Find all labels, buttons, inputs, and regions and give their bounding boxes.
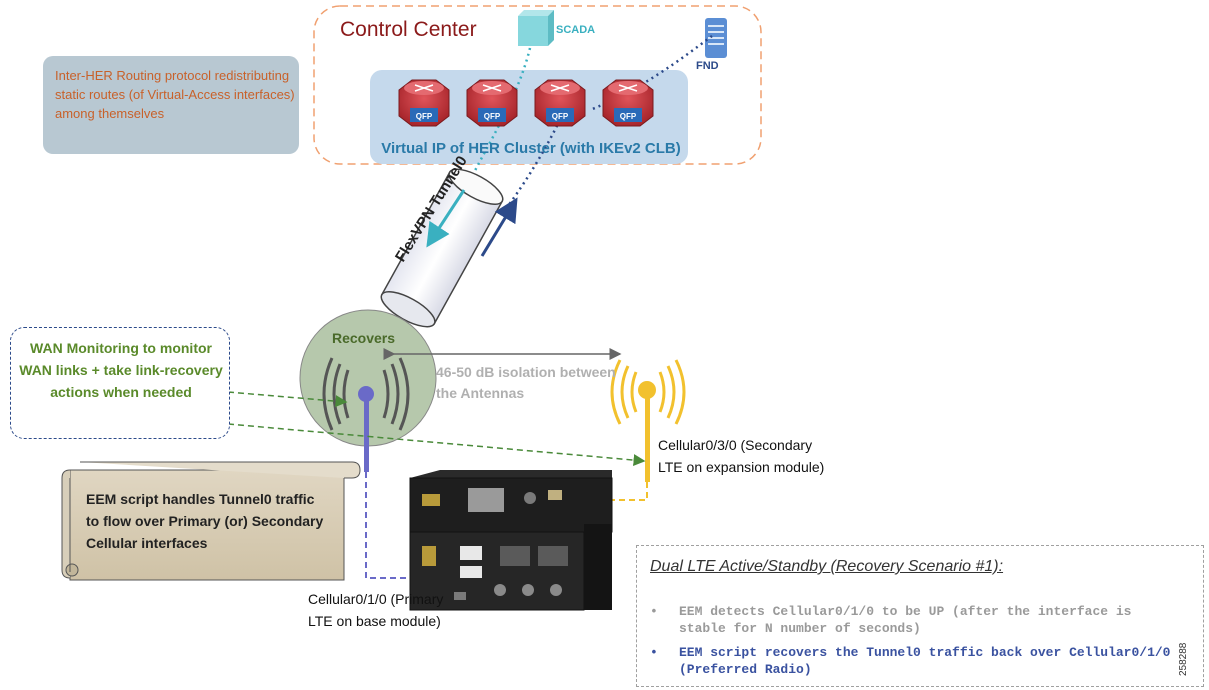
figure-id: 258288 [1178, 642, 1189, 676]
scenario-title: Dual LTE Active/Standby (Recovery Scenar… [650, 558, 1004, 575]
eem-scroll-text: EEM script handles Tunnel0 traffic to fl… [86, 491, 324, 551]
scada-label: SCADA [556, 24, 596, 36]
scenario-box [636, 545, 1204, 687]
wan-arrow-secondary [227, 423, 646, 467]
secondary-antenna-icon [610, 359, 686, 482]
router-label: QFP [484, 112, 501, 121]
tunnel-arrow-down [426, 189, 466, 248]
control-center-title: Control Center [340, 18, 477, 41]
fnd-link [589, 34, 713, 112]
wan-monitoring-box [10, 327, 230, 439]
bullet-text: EEM script recovers the Tunnel0 traffic … [679, 645, 1171, 677]
primary-antenna-icon [322, 357, 410, 472]
bullet-text: EEM detects Cellular0/1/0 to be UP (afte… [679, 604, 1132, 636]
router-group: QFP QFP QFP QFP [398, 79, 654, 127]
fnd-server-icon [705, 18, 727, 58]
fnd-label: FND [696, 60, 719, 72]
routing-note-text: Inter-HER Routing protocol redistributin… [55, 68, 295, 121]
bullet-dot: • [650, 645, 658, 660]
eem-scroll [61, 461, 361, 581]
scada-icon [518, 10, 554, 46]
her-cluster-label: Virtual IP of HER Cluster (with IKEv2 CL… [381, 140, 681, 157]
router-label: QFP [552, 112, 569, 121]
her-router-icon: QFP [534, 79, 586, 127]
flexvpn-tunnel [380, 168, 504, 328]
recovers-label: Recovers [332, 330, 396, 346]
router-label: QFP [416, 112, 433, 121]
her-router-icon: QFP [602, 79, 654, 127]
tunnel-arrow-up [480, 197, 518, 257]
control-center-region [313, 5, 762, 165]
wan-monitoring-text: WAN Monitoring to monitor WAN links + ta… [19, 340, 223, 400]
router-device-image [409, 470, 613, 611]
bullet-dot: • [650, 604, 658, 619]
isolation-label: 46-50 dB isolation between the Antennas [436, 364, 616, 401]
primary-cellular-label: Cellular0/1/0 (Primary LTE on base modul… [308, 591, 444, 629]
secondary-cellular-label: Cellular0/3/0 (Secondary LTE on expansio… [658, 437, 825, 475]
her-router-icon: QFP [398, 79, 450, 127]
router-label: QFP [620, 112, 637, 121]
her-router-icon: QFP [466, 79, 518, 127]
routing-note-box [43, 56, 299, 154]
